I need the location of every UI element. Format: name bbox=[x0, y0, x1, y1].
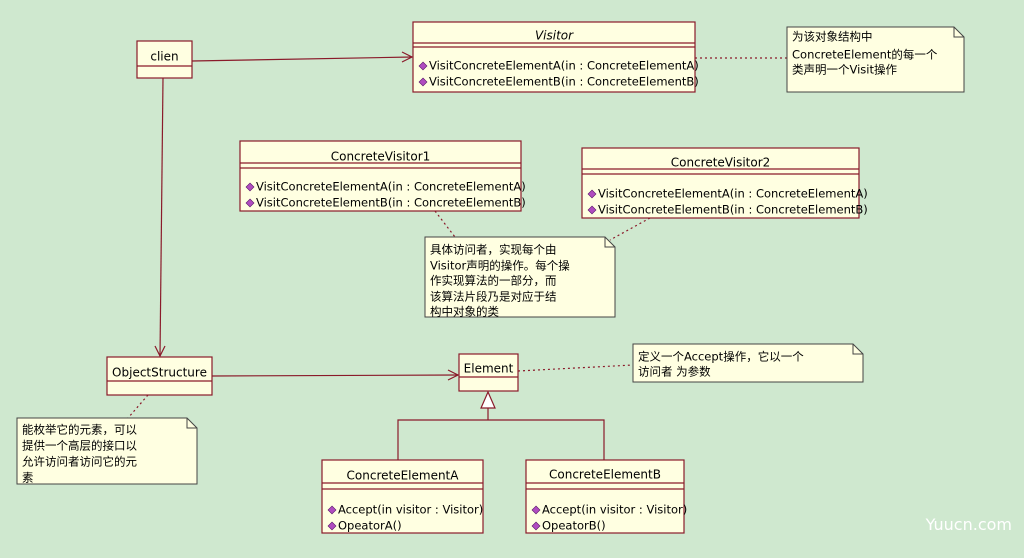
note-line: ConcreteElement的每一个 bbox=[792, 48, 938, 62]
class-clien[interactable]: clien bbox=[136, 40, 193, 79]
note-box bbox=[16, 417, 198, 485]
method-text: VisitConcreteElementA(in : ConcreteEleme… bbox=[598, 187, 868, 201]
class-name: ConcreteVisitor1 bbox=[331, 150, 431, 164]
method-text: Accept(in visitor : Visitor) bbox=[338, 503, 483, 517]
class-concrete-visitor-1[interactable]: ConcreteVisitor1VisitConcreteElementA(in… bbox=[239, 140, 526, 212]
note-line: 访问者 为参数 bbox=[638, 365, 711, 379]
method-text: Accept(in visitor : Visitor) bbox=[542, 503, 687, 517]
note-line: 类声明一个Visit操作 bbox=[792, 63, 898, 77]
note-concrete-visitor-note[interactable]: 具体访问者，实现每个由 Visitor声明的操作。每个操作实现算法的一部分，而该算… bbox=[424, 236, 616, 319]
method-text: VisitConcreteElementB(in : ConcreteEleme… bbox=[256, 196, 526, 210]
class-box bbox=[412, 21, 696, 93]
generalization-triangle bbox=[480, 390, 496, 409]
method-text: VisitConcreteElementB(in : ConcreteEleme… bbox=[598, 203, 868, 217]
note-line: 具体访问者，实现每个由 bbox=[430, 243, 557, 257]
note-line: 素 bbox=[22, 471, 34, 485]
association-arrow-visitor bbox=[401, 51, 414, 63]
class-element[interactable]: Element bbox=[458, 353, 519, 392]
note-line: 作实现算法的一部分，而 bbox=[430, 274, 557, 288]
note-fold bbox=[186, 418, 197, 429]
class-box bbox=[136, 40, 193, 79]
note-line: 能枚举它的元素，可以 bbox=[22, 423, 137, 437]
method-text: OpeatorB() bbox=[542, 519, 606, 533]
method-icon bbox=[245, 182, 255, 192]
method-icon bbox=[327, 505, 337, 515]
diagram-connectors bbox=[127, 51, 787, 460]
method-icon bbox=[531, 505, 541, 515]
method-icon bbox=[418, 61, 428, 71]
class-concrete-element-b[interactable]: ConcreteElementB Accept(in visitor : Visi… bbox=[525, 459, 687, 534]
note-anchor-concretevisitor2 bbox=[609, 217, 651, 241]
note-box bbox=[786, 26, 965, 93]
association-clien-visitor bbox=[191, 56, 413, 62]
class-object-structure[interactable]: ObjectStructure bbox=[106, 356, 213, 396]
note-line: Visitor声明的操作。每个操 bbox=[430, 259, 570, 273]
association-arrow-objectstructure bbox=[154, 345, 166, 358]
class-box bbox=[581, 147, 860, 219]
watermark: Yuucn.com bbox=[925, 515, 1012, 534]
note-anchor-objectstructure bbox=[127, 394, 149, 419]
class-box bbox=[106, 356, 213, 396]
class-box bbox=[458, 353, 519, 392]
method-icon bbox=[245, 198, 255, 208]
note-box bbox=[424, 236, 616, 318]
method-icon bbox=[418, 77, 428, 87]
note-line: 构中对象的类 bbox=[430, 305, 499, 319]
note-line: 允许访问者访问它的元 bbox=[22, 455, 137, 469]
association-objectstructure-element bbox=[211, 374, 459, 377]
note-fold bbox=[953, 27, 964, 38]
note-anchor-concretevisitor1 bbox=[434, 210, 456, 238]
generalization-branches bbox=[397, 419, 605, 460]
method-icon bbox=[587, 189, 597, 199]
method-text: OpeatorA() bbox=[338, 519, 402, 533]
class-concrete-element-a[interactable]: ConcreteElementA Accept(in visitor : Visi… bbox=[321, 459, 484, 534]
class-box bbox=[239, 140, 522, 212]
class-box bbox=[321, 459, 484, 534]
method-icon bbox=[531, 521, 541, 531]
class-name: Element bbox=[464, 362, 514, 376]
note-anchor-element bbox=[517, 364, 634, 372]
method-text: VisitConcreteElementA(in : ConcreteEleme… bbox=[256, 180, 526, 194]
class-name: clien bbox=[150, 50, 178, 64]
method-text: VisitConcreteElementA(in : ConcreteEleme… bbox=[429, 59, 699, 73]
class-name: ConcreteVisitor2 bbox=[671, 156, 771, 170]
note-line: 定义一个Accept操作，它以一个 bbox=[638, 350, 804, 364]
class-name: Visitor bbox=[535, 29, 574, 43]
method-icon bbox=[327, 521, 337, 531]
association-arrow-element bbox=[447, 369, 460, 381]
note-line: 为该对象结构中 bbox=[792, 30, 873, 44]
note-line: 该算法片段乃是对应于结 bbox=[430, 290, 557, 304]
class-box bbox=[525, 459, 685, 534]
method-icon bbox=[587, 205, 597, 215]
class-concrete-visitor-2[interactable]: ConcreteVisitor2VisitConcreteElementA(in… bbox=[581, 147, 868, 219]
class-name: ConcreteElementA bbox=[347, 469, 460, 483]
note-fold bbox=[604, 237, 615, 248]
note-box bbox=[632, 343, 864, 383]
note-line: 提供一个高层的接口以 bbox=[22, 439, 137, 453]
association-clien-objectstructure bbox=[159, 77, 164, 357]
method-text: VisitConcreteElementB(in : ConcreteEleme… bbox=[429, 75, 699, 89]
note-fold bbox=[852, 344, 863, 355]
class-name: ConcreteElementB bbox=[549, 468, 661, 482]
class-name: ObjectStructure bbox=[112, 366, 207, 380]
